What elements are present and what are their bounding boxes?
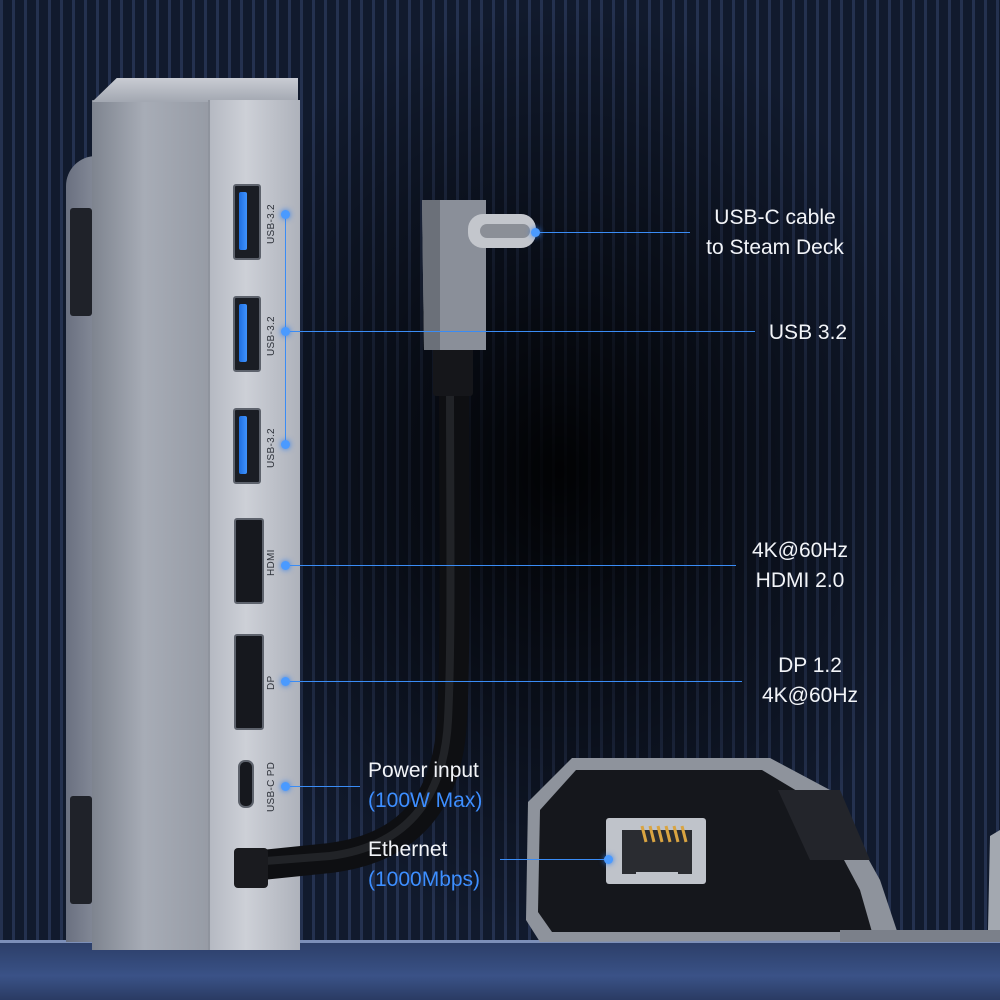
usb-port-2 — [233, 296, 261, 372]
power-label-line2: (100W Max) — [368, 789, 483, 812]
ethernet-callout-label: Ethernet (1000Mbps) — [368, 835, 518, 895]
ethernet-label-line1: Ethernet — [368, 838, 448, 861]
dp-callout-line — [290, 681, 742, 682]
power-callout-label: Power input (100W Max) — [368, 756, 518, 816]
power-callout-line — [290, 786, 360, 787]
usbc-cable-callout-line — [540, 232, 690, 233]
hub-top-bevel — [92, 78, 298, 102]
ethernet-callout-dot — [604, 855, 613, 864]
power-callout-dot — [281, 782, 290, 791]
usb32-bracket-dot-top — [281, 210, 290, 219]
usb32-label-line1: USB 3.2 — [768, 321, 848, 344]
dp-callout-label: DP 1.2 4K@60Hz — [745, 651, 875, 711]
usbc-pd-port — [238, 760, 254, 808]
hub-side-panel — [92, 100, 208, 950]
power-label-line1: Power input — [368, 759, 479, 782]
usbc-cable-callout-label: USB-C cable to Steam Deck — [690, 203, 860, 263]
hdmi-label-line1: 4K@60Hz — [751, 539, 849, 562]
usb32-callout-line — [290, 331, 755, 332]
hdmi-callout-line — [290, 565, 736, 566]
floor-edge — [0, 940, 1000, 943]
dp-label-line2: 4K@60Hz — [761, 684, 859, 707]
usbc-cable-label-line1: USB-C cable — [714, 206, 836, 229]
usb32-callout-label: USB 3.2 — [758, 318, 858, 348]
cable-strain-relief-bottom — [234, 848, 268, 888]
ethernet-label-line2: (1000Mbps) — [368, 868, 481, 891]
hdmi-callout-dot — [281, 561, 290, 570]
ethernet-callout-line — [500, 859, 608, 860]
hdmi-label-line2: HDMI 2.0 — [755, 569, 845, 592]
cable-strain-relief-top — [433, 340, 473, 396]
usb32-bracket-dot-mid — [281, 327, 290, 336]
usb-port-1 — [233, 184, 261, 260]
dp-label-line1: DP 1.2 — [778, 654, 842, 677]
usbc-cable-label-line2: to Steam Deck — [706, 236, 844, 259]
usb32-bracket-dot-bottom — [281, 440, 290, 449]
dp-callout-dot — [281, 677, 290, 686]
hdmi-port — [234, 518, 264, 604]
hub-clip-bottom — [70, 796, 92, 904]
hdmi-callout-label: 4K@60Hz HDMI 2.0 — [740, 536, 860, 596]
usbc-cable-callout-dot — [531, 228, 540, 237]
hub-clip-top — [70, 208, 92, 316]
floor-surface — [0, 940, 1000, 1000]
usb-port-3 — [233, 408, 261, 484]
displayport-port — [234, 634, 264, 730]
